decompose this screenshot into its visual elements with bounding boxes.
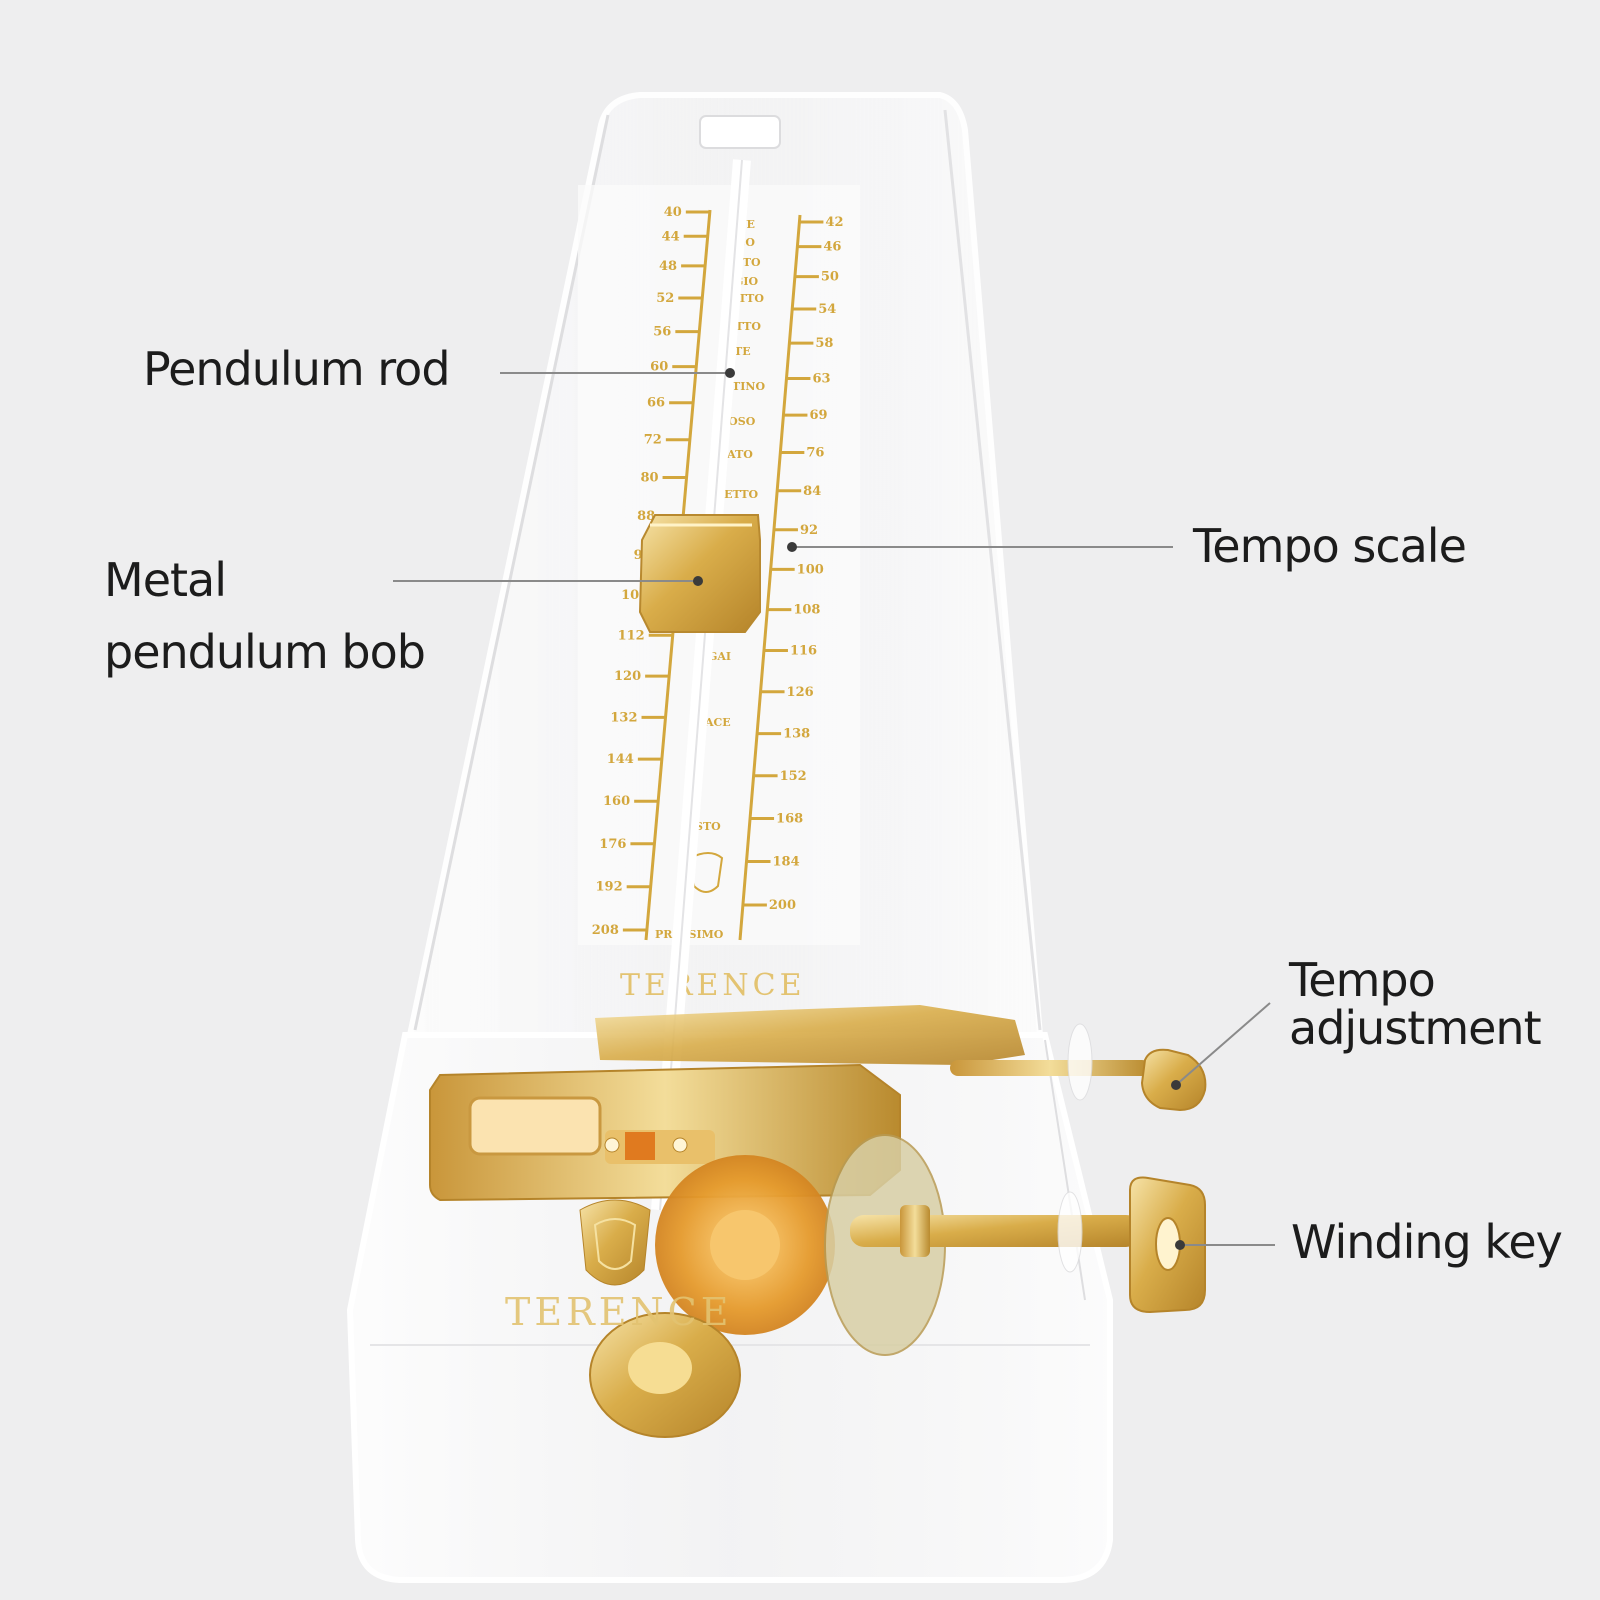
top-cap	[699, 115, 781, 149]
scale-label: 63	[812, 372, 830, 387]
winding-key-shaft	[850, 1215, 1140, 1247]
scale-label: 42	[825, 215, 843, 230]
scale-label: 40	[664, 205, 682, 220]
scale-label: 160	[603, 794, 630, 809]
scale-label: 192	[596, 880, 623, 895]
scale-label: 120	[614, 669, 641, 684]
scale-label: 69	[809, 408, 827, 423]
scale-label: 56	[653, 325, 671, 340]
label-tempo-adjustment: Tempo adjustment	[1289, 953, 1542, 1055]
scale-label: 66	[647, 396, 665, 411]
label-metal-pendulum-bob: Metal pendulum bob	[104, 553, 426, 679]
scale-label: 200	[769, 898, 796, 913]
scale-label: 152	[780, 769, 807, 784]
gold-shield	[579, 1199, 651, 1286]
label-pendulum-rod: Pendulum rod	[143, 342, 451, 396]
scale-label: 72	[644, 433, 662, 448]
scale-label: 100	[797, 562, 824, 577]
scale-label: 52	[656, 291, 674, 306]
scale-label: 76	[806, 446, 824, 461]
scale-label: 138	[783, 727, 810, 742]
svg-text:GAI: GAI	[708, 650, 731, 663]
scale-label: 132	[610, 710, 637, 725]
scale-label: 116	[790, 643, 817, 658]
svg-text:ACE: ACE	[704, 716, 731, 729]
scale-label: 54	[818, 302, 836, 317]
scale-label: 112	[618, 628, 645, 643]
mechanism-plate	[595, 1005, 1025, 1065]
svg-text:STO: STO	[695, 820, 721, 833]
scale-label: 44	[662, 229, 680, 244]
label-winding-key: Winding key	[1291, 1215, 1563, 1269]
scale-label: 48	[659, 259, 677, 274]
scale-right-line	[738, 214, 802, 941]
tempo-scale-right: 42 46 50 54 58 63 69 76 84 92 100 108 116 126 138 152 16…	[742, 215, 844, 913]
scale-label: 88	[637, 509, 655, 524]
brand-scale: TERENCE	[620, 968, 806, 1003]
scale-label: 144	[607, 752, 634, 767]
scale-label: 46	[823, 240, 841, 255]
tempo-adjust-shaft	[950, 1060, 1150, 1076]
scale-label: 126	[787, 685, 814, 700]
scale-label: 168	[776, 811, 803, 826]
scale-emblem	[688, 852, 724, 893]
label-tempo-scale: Tempo scale	[1193, 519, 1467, 573]
scale-label: 58	[815, 336, 833, 351]
leader-tempo-adjust	[1175, 1002, 1271, 1086]
scale-label: 50	[821, 270, 839, 285]
scale-label: 80	[640, 471, 658, 486]
brand-base: TERENCE	[505, 1290, 733, 1334]
scale-label: 108	[793, 603, 820, 618]
tempo-adjust-knob	[1140, 1048, 1207, 1112]
scale-label: 184	[772, 855, 799, 870]
scale-label: 60	[650, 360, 668, 375]
scale-label: 92	[800, 523, 818, 538]
svg-text:RETTO: RETTO	[715, 488, 759, 501]
metal-pendulum-bob	[638, 514, 761, 633]
scale-label: 84	[803, 484, 821, 499]
scale-label: 176	[599, 837, 626, 852]
scale-label: 208	[592, 923, 619, 938]
